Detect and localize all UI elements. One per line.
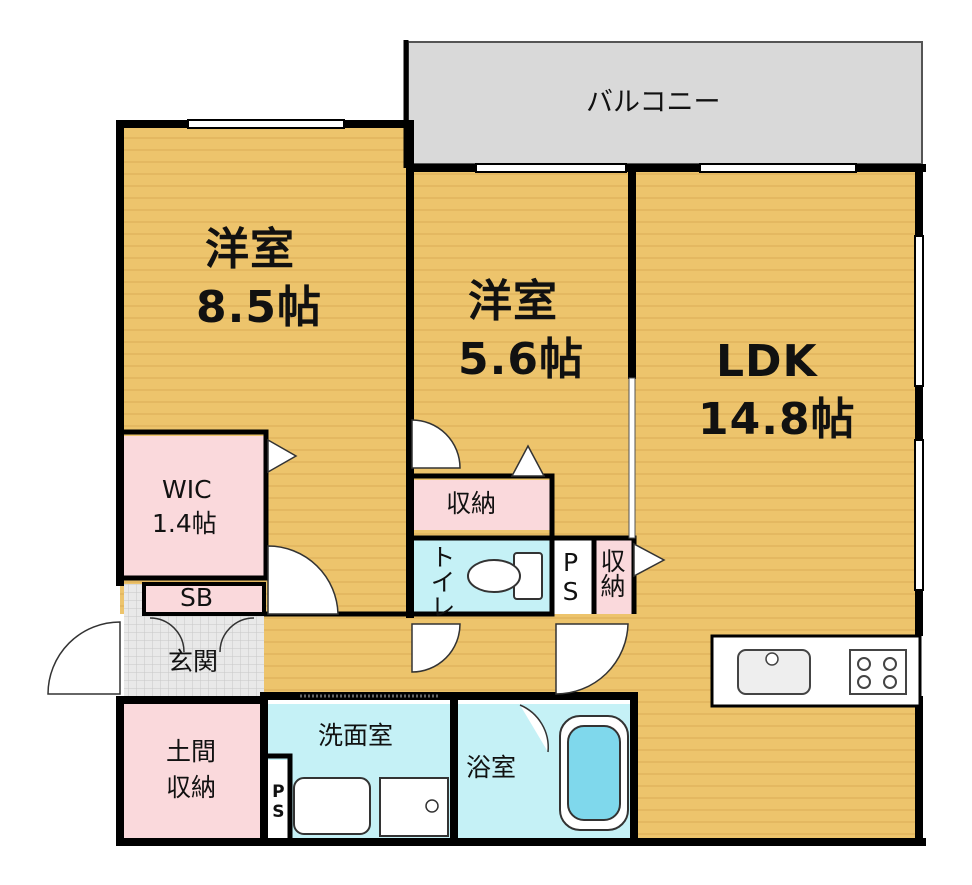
closet-2-floor [596, 540, 632, 614]
ldk-floor [632, 168, 920, 840]
earth-storage-line1: 土間 [166, 737, 217, 766]
wic-floor [124, 436, 264, 576]
closet-2-label: 収納 [597, 548, 626, 598]
ldk-size: 14.8帖 [698, 394, 856, 445]
ps-2-label: PS [268, 782, 289, 822]
western-room-1-name: 洋室 [205, 224, 295, 275]
balcony-label: バルコニー [586, 87, 721, 118]
ps-1-floor [552, 540, 596, 614]
wic-size: 1.4帖 [152, 509, 217, 538]
washroom-label: 洗面室 [318, 721, 394, 750]
earth-storage-line2: 収納 [166, 773, 217, 802]
balcony-area [407, 41, 923, 165]
western-room-1-size: 8.5帖 [196, 282, 322, 333]
sb-label: SB [180, 583, 214, 612]
entrance-label: 玄関 [168, 647, 219, 676]
closet-1-floor [412, 480, 550, 530]
ps-2-floor [268, 760, 288, 840]
wic-name: WIC [162, 475, 212, 504]
closet-1-label: 収納 [446, 489, 497, 518]
western-room-2-name: 洋室 [468, 276, 558, 327]
sb-box [142, 582, 266, 616]
ps-1-label: PS [556, 548, 585, 606]
bathroom-label: 浴室 [466, 753, 517, 782]
toilet-label: トイレ [427, 544, 456, 619]
western-room-2-size: 5.6帖 [458, 334, 584, 385]
earth-storage-floor [124, 704, 264, 840]
ldk-name: LDK [716, 336, 818, 387]
